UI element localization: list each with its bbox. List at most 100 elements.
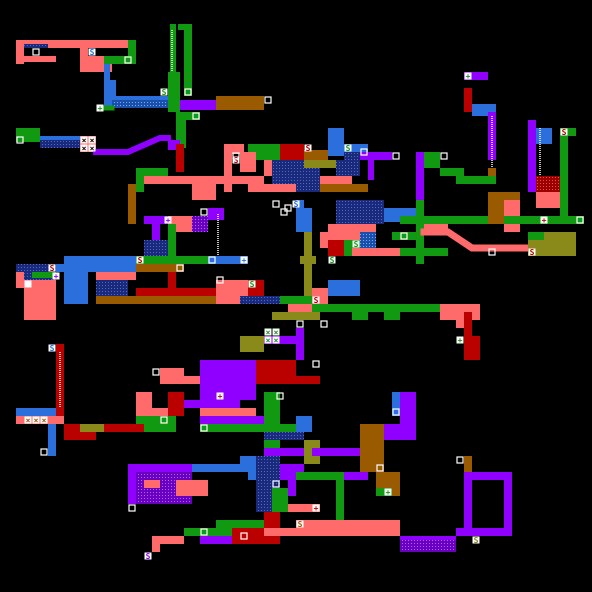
map-room	[296, 416, 312, 432]
map-room	[16, 56, 56, 62]
svg-text:+: +	[54, 272, 59, 281]
map-room	[248, 464, 256, 480]
map-room	[544, 232, 576, 240]
map-room	[144, 424, 176, 432]
map-room	[288, 304, 320, 312]
map-room	[264, 528, 336, 536]
map-room	[464, 472, 512, 480]
health-pickup-icon: +	[464, 72, 472, 81]
svg-text:+: +	[466, 72, 471, 81]
map-room	[280, 296, 312, 304]
map-room	[192, 464, 248, 472]
svg-text:+: +	[166, 216, 171, 225]
svg-text:S: S	[294, 200, 299, 209]
map-room	[376, 488, 392, 496]
svg-text:S: S	[346, 144, 351, 153]
map-room	[152, 224, 160, 248]
save-point-icon: S	[296, 520, 304, 529]
map-room	[200, 424, 272, 432]
map-room	[168, 272, 176, 296]
map-room	[464, 312, 472, 344]
map-room	[320, 184, 368, 192]
svg-text:S: S	[530, 248, 535, 257]
crossed-block-icon: ×	[88, 144, 96, 153]
svg-text:S: S	[250, 280, 255, 289]
map-room	[328, 240, 344, 256]
map-room	[344, 144, 368, 152]
map-room	[168, 100, 216, 110]
map-room	[536, 192, 560, 208]
save-point-icon: S	[232, 156, 240, 165]
map-corridor	[93, 135, 171, 155]
map-room	[488, 200, 504, 224]
door-icon	[152, 368, 160, 376]
map-room	[296, 520, 344, 528]
door-icon	[184, 88, 192, 96]
health-pickup-icon: +	[540, 216, 548, 225]
map-room	[184, 400, 240, 408]
map-room	[184, 24, 192, 96]
map-room	[300, 256, 316, 264]
svg-text:×: ×	[274, 328, 279, 337]
door-icon	[280, 208, 288, 216]
map-room	[264, 432, 304, 440]
door-icon	[392, 408, 400, 416]
svg-text:×: ×	[26, 280, 31, 289]
map-room	[88, 256, 136, 272]
svg-text:S: S	[306, 144, 311, 153]
crossed-block-icon: ×	[88, 136, 96, 145]
crossed-block-icon: ×	[272, 336, 280, 345]
map-room	[328, 128, 344, 156]
save-point-icon: S	[48, 264, 56, 273]
crossed-block-icon: ×	[24, 280, 32, 289]
map-room	[440, 168, 464, 176]
map-room	[528, 240, 576, 256]
map-room	[168, 216, 208, 224]
map-room	[168, 72, 180, 112]
svg-text:×: ×	[90, 144, 95, 153]
save-point-icon: S	[560, 128, 568, 137]
map-room	[312, 304, 480, 312]
health-pickup-icon: +	[384, 488, 392, 497]
map-room	[200, 536, 232, 544]
map-room	[136, 256, 208, 264]
svg-text:×: ×	[26, 416, 31, 425]
map-room	[240, 152, 256, 172]
map-room	[456, 528, 504, 536]
map-room	[112, 96, 168, 100]
map-room	[272, 312, 320, 320]
health-pickup-icon: +	[456, 336, 464, 345]
map-room	[424, 224, 448, 232]
door-icon	[192, 112, 200, 120]
map-room	[170, 24, 176, 104]
door-icon	[284, 204, 292, 212]
map-room	[488, 192, 520, 200]
crossed-block-icon: ×	[24, 416, 32, 425]
door-icon	[124, 56, 132, 64]
door-icon	[488, 248, 496, 256]
map-room	[360, 424, 384, 472]
health-pickup-icon: +	[216, 392, 224, 401]
svg-text:+: +	[542, 216, 547, 225]
save-point-icon: S	[160, 88, 168, 97]
map-room	[560, 128, 576, 136]
map-room	[200, 360, 256, 400]
map-room	[248, 144, 280, 152]
map-room	[200, 416, 264, 424]
svg-text:+: +	[386, 488, 391, 497]
map-room	[176, 112, 200, 120]
map-room	[304, 150, 328, 160]
map-room	[224, 152, 232, 192]
map-room	[352, 312, 368, 320]
map-room	[336, 200, 384, 224]
save-point-icon: S	[312, 296, 320, 305]
save-point-icon: S	[328, 256, 336, 265]
map-room	[224, 144, 244, 154]
map-room	[424, 152, 440, 168]
save-point-icon: S	[48, 344, 56, 353]
map-room	[144, 176, 208, 184]
map-room	[96, 272, 136, 280]
map-room	[136, 416, 176, 424]
